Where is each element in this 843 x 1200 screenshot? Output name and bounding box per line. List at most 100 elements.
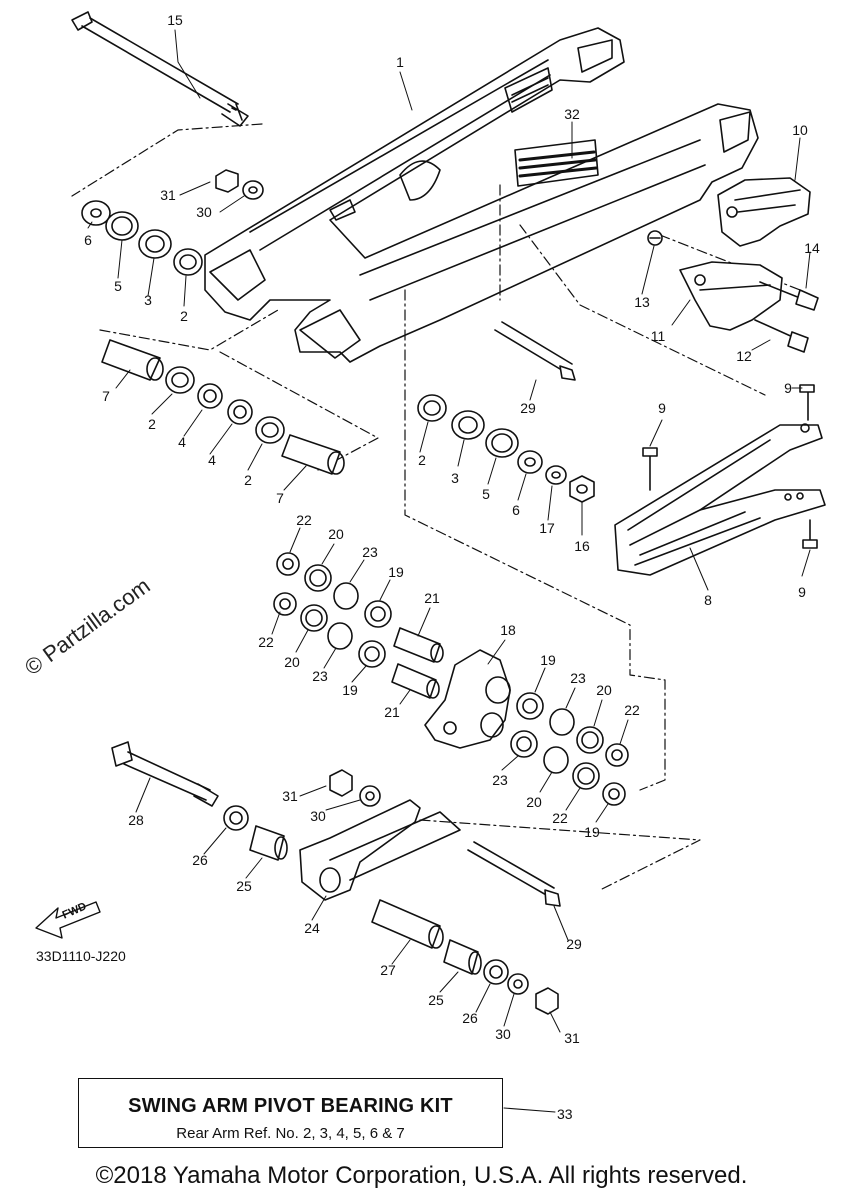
callout-number: 14 [804, 240, 820, 256]
callout-number: 31 [564, 1030, 580, 1046]
seal-part-20-a [304, 564, 332, 592]
seal-part-22-a [276, 552, 300, 576]
ring-part-23-c [549, 708, 575, 736]
callout-number: 7 [102, 388, 110, 404]
washer-part-17 [545, 465, 567, 485]
callout-number: 21 [384, 704, 400, 720]
callout-number: 2 [418, 452, 426, 468]
bearing-part-2-right [417, 394, 447, 422]
callout-number: 4 [208, 452, 216, 468]
bearing-part-19-b [358, 640, 386, 668]
seal-part-4-left-b [227, 399, 253, 425]
callout-number: 20 [526, 794, 542, 810]
collar-part-21-a [393, 627, 444, 663]
kit-subtitle: Rear Arm Ref. No. 2, 3, 4, 5, 6 & 7 [176, 1125, 405, 1142]
swing-arm-part-1 [204, 27, 759, 363]
callout-number: 23 [570, 670, 586, 686]
seal-part-5-left [105, 211, 139, 241]
bolt-part-28 [111, 741, 219, 807]
collar-part-6-left [81, 200, 111, 226]
callout-number: 23 [492, 772, 508, 788]
spacer-part-7-left [101, 339, 164, 381]
plate-part-11 [647, 230, 783, 331]
bolt-part-12 [754, 319, 809, 353]
callout-number: 25 [236, 878, 252, 894]
callout-number: 6 [512, 502, 520, 518]
callout-number: 31 [282, 788, 298, 804]
nut-part-31-lower [329, 769, 353, 797]
callout-number: 23 [312, 668, 328, 684]
callout-number: 19 [584, 824, 600, 840]
nut-part-31-bottom [535, 987, 559, 1015]
fwd-arrow-icon [35, 901, 101, 939]
kit-info-box: SWING ARM PIVOT BEARING KIT Rear Arm Ref… [78, 1078, 503, 1148]
callout-number: 9 [798, 584, 806, 600]
callout-number: 32 [564, 106, 580, 122]
ring-part-23-a [333, 582, 359, 610]
callout-number: 20 [596, 682, 612, 698]
callout-number: 4 [178, 434, 186, 450]
collar-part-25-b [443, 939, 482, 975]
callout-number: 9 [784, 380, 792, 396]
callout-number: 1 [396, 54, 404, 70]
callout-number: 19 [388, 564, 404, 580]
callout-number: 29 [520, 400, 536, 416]
ring-part-23-d [543, 746, 569, 774]
collar-part-6-right [517, 450, 543, 474]
bolt-part-29-lower [467, 841, 561, 907]
seal-part-4-left-a [197, 383, 223, 409]
callout-number: 13 [634, 294, 650, 310]
bolt-part-9-c [802, 519, 818, 549]
callout-number: 9 [658, 400, 666, 416]
callout-number: 15 [167, 12, 183, 28]
callout-number: 25 [428, 992, 444, 1008]
callout-number: 11 [650, 328, 666, 344]
bearing-part-19-c [516, 692, 544, 720]
seal-part-26-b [483, 959, 509, 985]
callout-number: 3 [144, 292, 152, 308]
callout-number: 18 [500, 622, 516, 638]
callout-number: 22 [296, 512, 312, 528]
seal-part-5-right [485, 428, 519, 458]
connecting-rod-part-24 [299, 799, 461, 901]
callout-number: 17 [539, 520, 555, 536]
callout-number: 21 [424, 590, 440, 606]
bearing-part-19-a [364, 600, 392, 628]
callout-number: 16 [574, 538, 590, 554]
nut-part-16 [569, 475, 595, 503]
seal-part-22-d [602, 782, 626, 806]
callout-number: 20 [284, 654, 300, 670]
ring-part-23-b [327, 622, 353, 650]
seal-part-22-b [273, 592, 297, 616]
collar-part-21-b [391, 663, 440, 699]
callout-number: 22 [552, 810, 568, 826]
seal-part-3-right [451, 410, 485, 440]
callout-number: 19 [342, 682, 358, 698]
leader-lines [87, 29, 811, 1113]
callout-number: 28 [128, 812, 144, 828]
callout-number: 22 [624, 702, 640, 718]
drawing-code: 33D1110-J220 [36, 948, 126, 964]
washer-part-30-lower-b [507, 973, 529, 995]
washer-part-30-lower-a [359, 785, 381, 807]
chain-puller-part-10 [717, 177, 811, 247]
callout-number: 29 [566, 936, 582, 952]
callout-number: 5 [482, 486, 490, 502]
seal-part-3-left [138, 229, 172, 259]
callout-number: 10 [792, 122, 808, 138]
callout-number: 20 [328, 526, 344, 542]
callout-number: 23 [362, 544, 378, 560]
callout-number: 22 [258, 634, 274, 650]
callout-number: 6 [84, 232, 92, 248]
callout-number: 5 [114, 278, 122, 294]
kit-title: SWING ARM PIVOT BEARING KIT [128, 1095, 453, 1117]
bearing-part-2-left-a [165, 366, 195, 394]
seal-part-26-a [223, 805, 249, 831]
callout-number: 3 [451, 470, 459, 486]
seal-part-20-c [576, 726, 604, 754]
collar-part-27 [371, 899, 444, 949]
callout-number: 2 [148, 416, 156, 432]
seal-part-20-d [572, 762, 600, 790]
washer-part-30-upper [242, 180, 264, 200]
